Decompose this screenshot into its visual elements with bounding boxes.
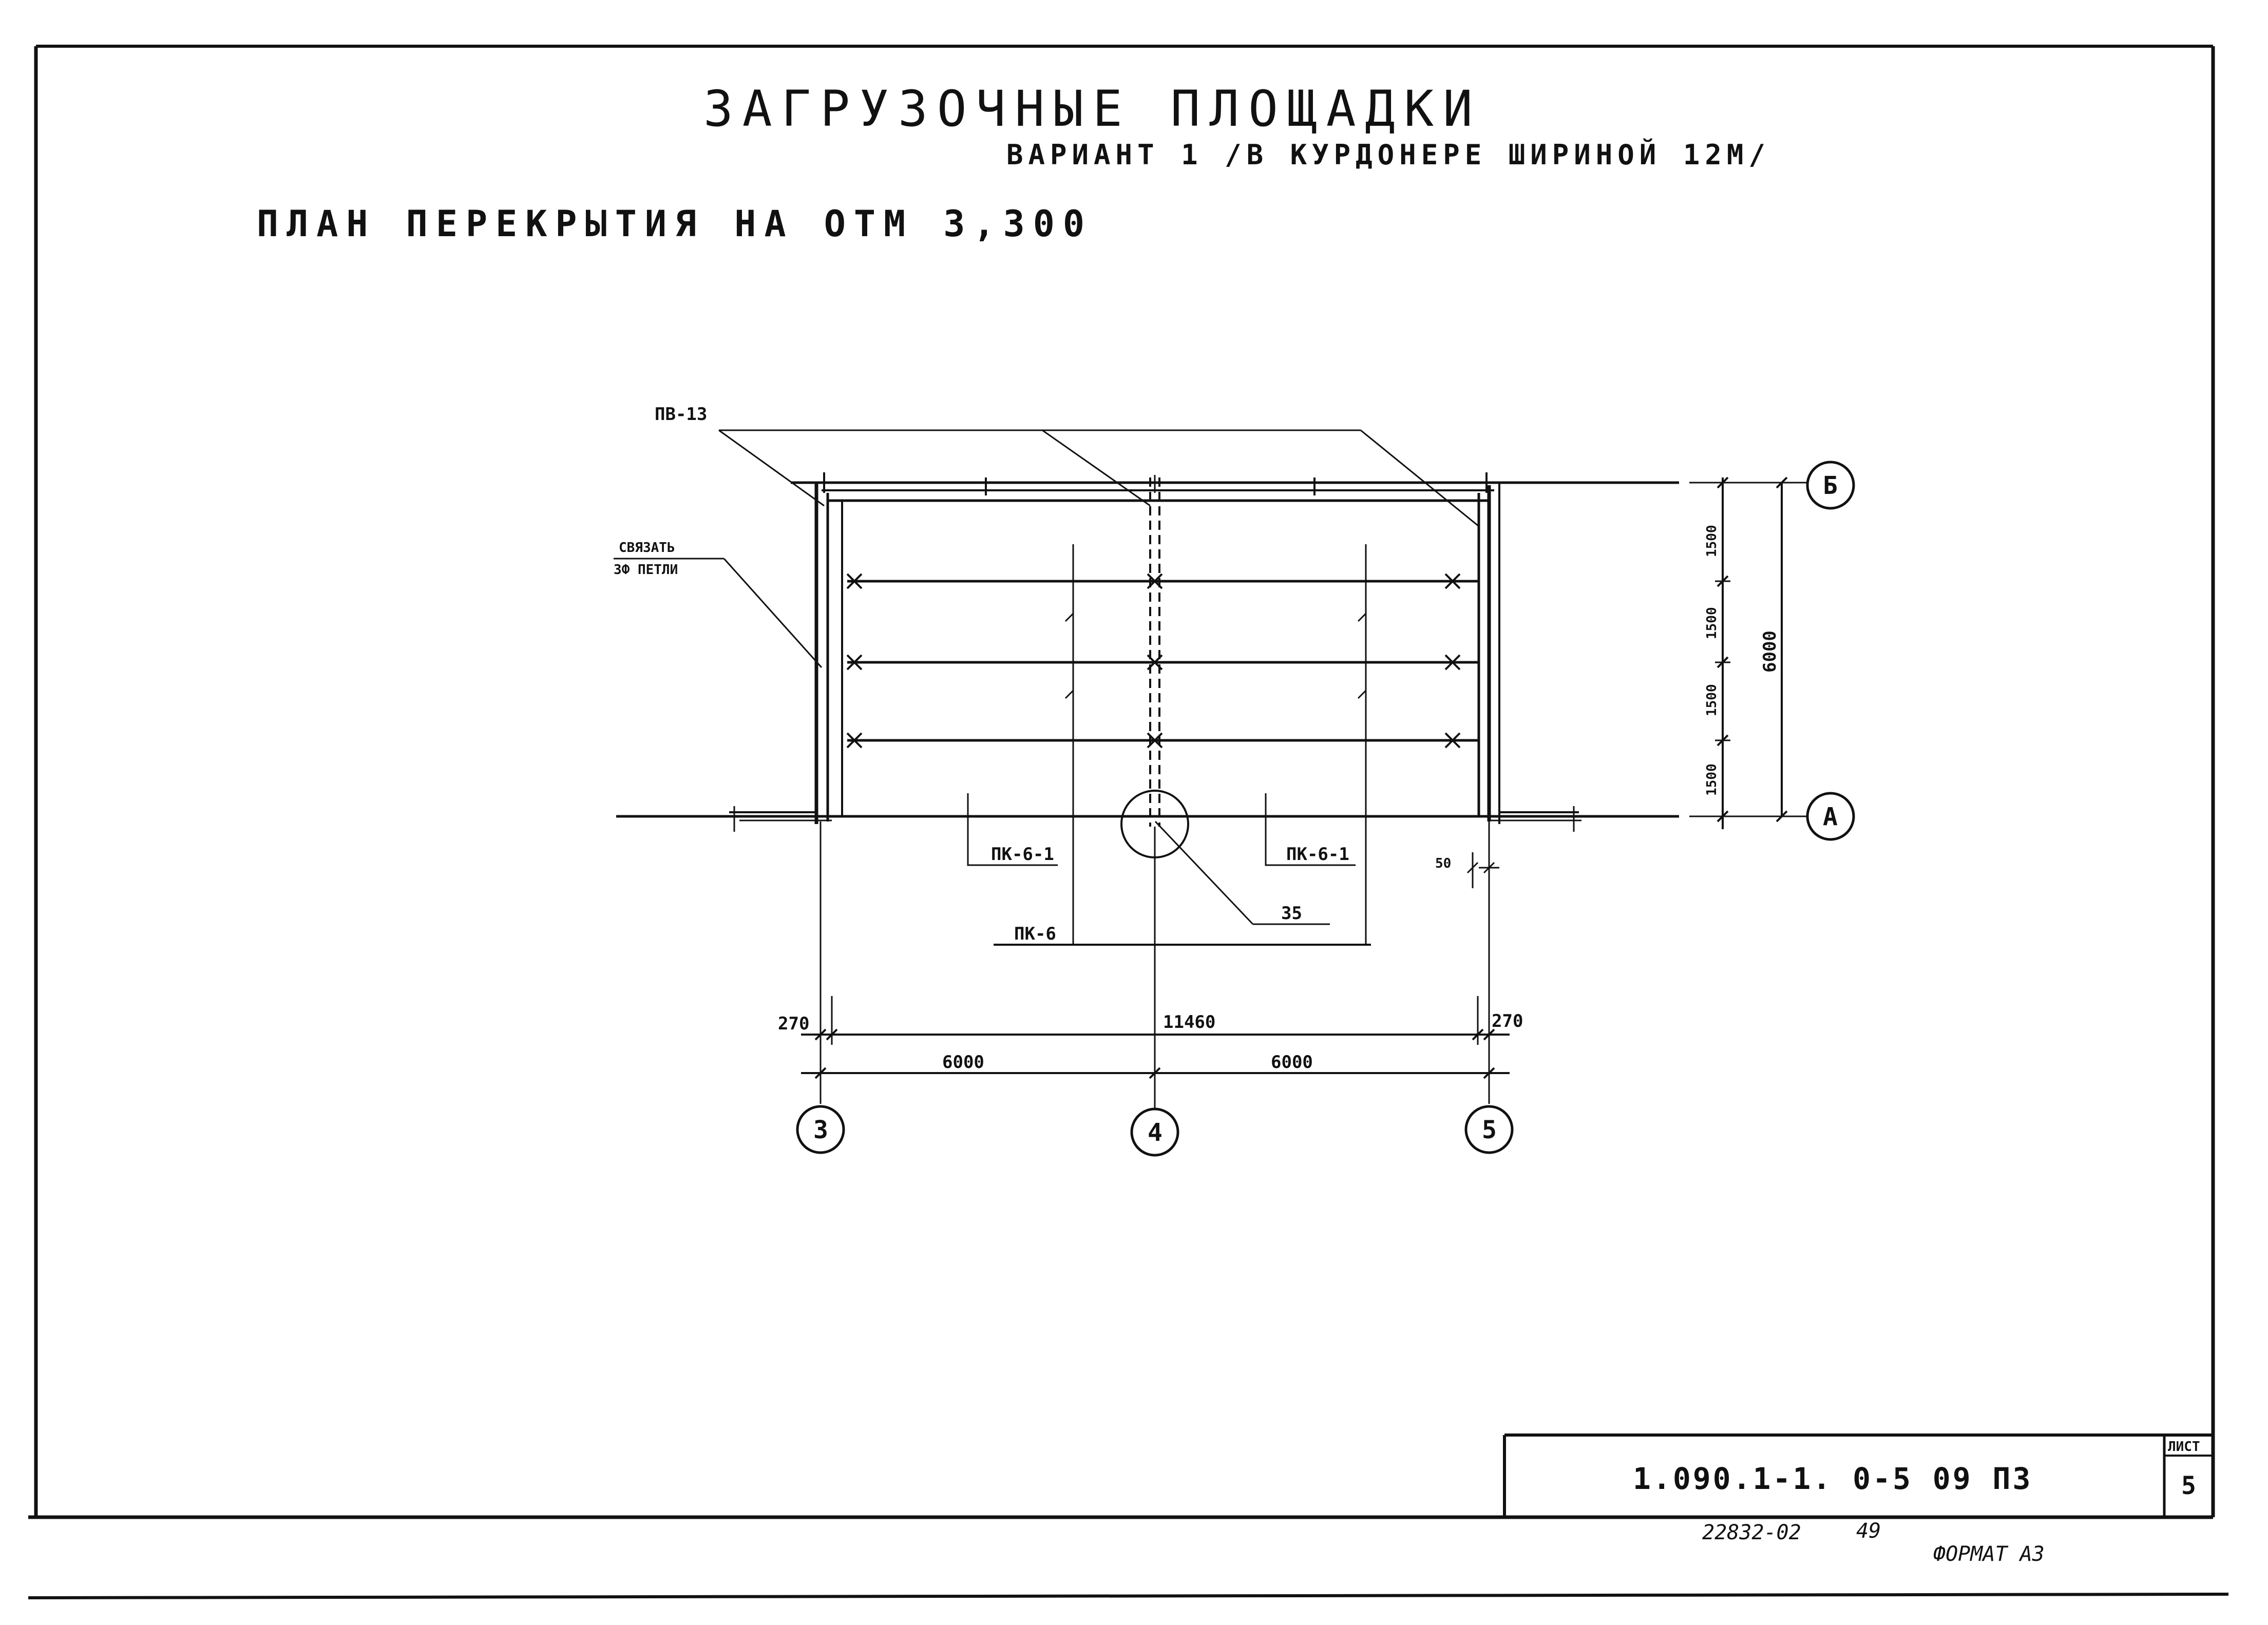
axis-label-3: 3 — [813, 1116, 828, 1144]
sheet-label: ЛИСТ — [2168, 1439, 2200, 1455]
drawing-code: 1.090.1-1. 0-5 09 ПЗ — [1633, 1461, 2032, 1496]
dim-left-edge: 270 — [778, 1014, 809, 1034]
axis-label-b: Б — [1823, 471, 1838, 500]
format-label: ФОРМАТ А3 — [1933, 1542, 2045, 1566]
axis-bubble-b — [1806, 461, 1855, 510]
label-pb: ПВ-13 — [655, 404, 707, 425]
axis-label-5: 5 — [1482, 1116, 1497, 1144]
axis-bubble-3 — [796, 1105, 845, 1154]
label-dim50: 50 — [1435, 856, 1451, 871]
axis-label-a: А — [1823, 802, 1838, 831]
sheet-frame — [28, 45, 2229, 1599]
axis-bubble-4 — [1130, 1107, 1179, 1157]
dim-right-1: 1500 — [1704, 525, 1720, 557]
label-pk61-right: ПК-6-1 — [1286, 844, 1349, 865]
dim-right-edge: 270 — [1492, 1011, 1523, 1031]
dim-right-total: 6000 — [1760, 630, 1780, 673]
title-block — [1503, 1433, 2213, 1517]
label-tie-1: СВЯЗАТЬ — [619, 540, 675, 556]
label-tie-2: 3Ф ПЕТЛИ — [614, 562, 678, 578]
axis-label-4: 4 — [1148, 1118, 1162, 1147]
dim-overall: 11460 — [1163, 1012, 1215, 1033]
dim-span-right: 6000 — [1271, 1052, 1313, 1073]
dim-right-2: 1500 — [1704, 607, 1720, 639]
inventory-number: 22832-02 — [1702, 1521, 1801, 1544]
floor-plan — [614, 429, 1855, 1157]
label-pk6: ПК-6 — [1014, 924, 1056, 944]
axis-bubble-5 — [1464, 1105, 1514, 1154]
dim-right-3: 1500 — [1704, 684, 1720, 716]
axis-bubble-a — [1806, 792, 1855, 841]
dim-right-4: 1500 — [1704, 763, 1720, 796]
plan-title: ПЛАН ПЕРЕКРЫТИЯ НА ОТМ 3,300 — [257, 203, 1093, 245]
drawing-subtitle: ВАРИАНТ 1 /В КУРДОНЕРЕ ШИРИНОЙ 12М/ — [1006, 139, 1770, 171]
page-number: 49 — [1856, 1519, 1881, 1543]
label-pk61-left: ПК-6-1 — [991, 844, 1054, 865]
tie-marks — [846, 573, 1461, 749]
dim-span-left: 6000 — [942, 1052, 984, 1073]
sheet-number: 5 — [2181, 1471, 2196, 1500]
drawing-title: ЗАГРУЗОЧНЫЕ ПЛОЩАДКИ — [703, 80, 1482, 138]
label-node: 35 — [1281, 903, 1302, 924]
